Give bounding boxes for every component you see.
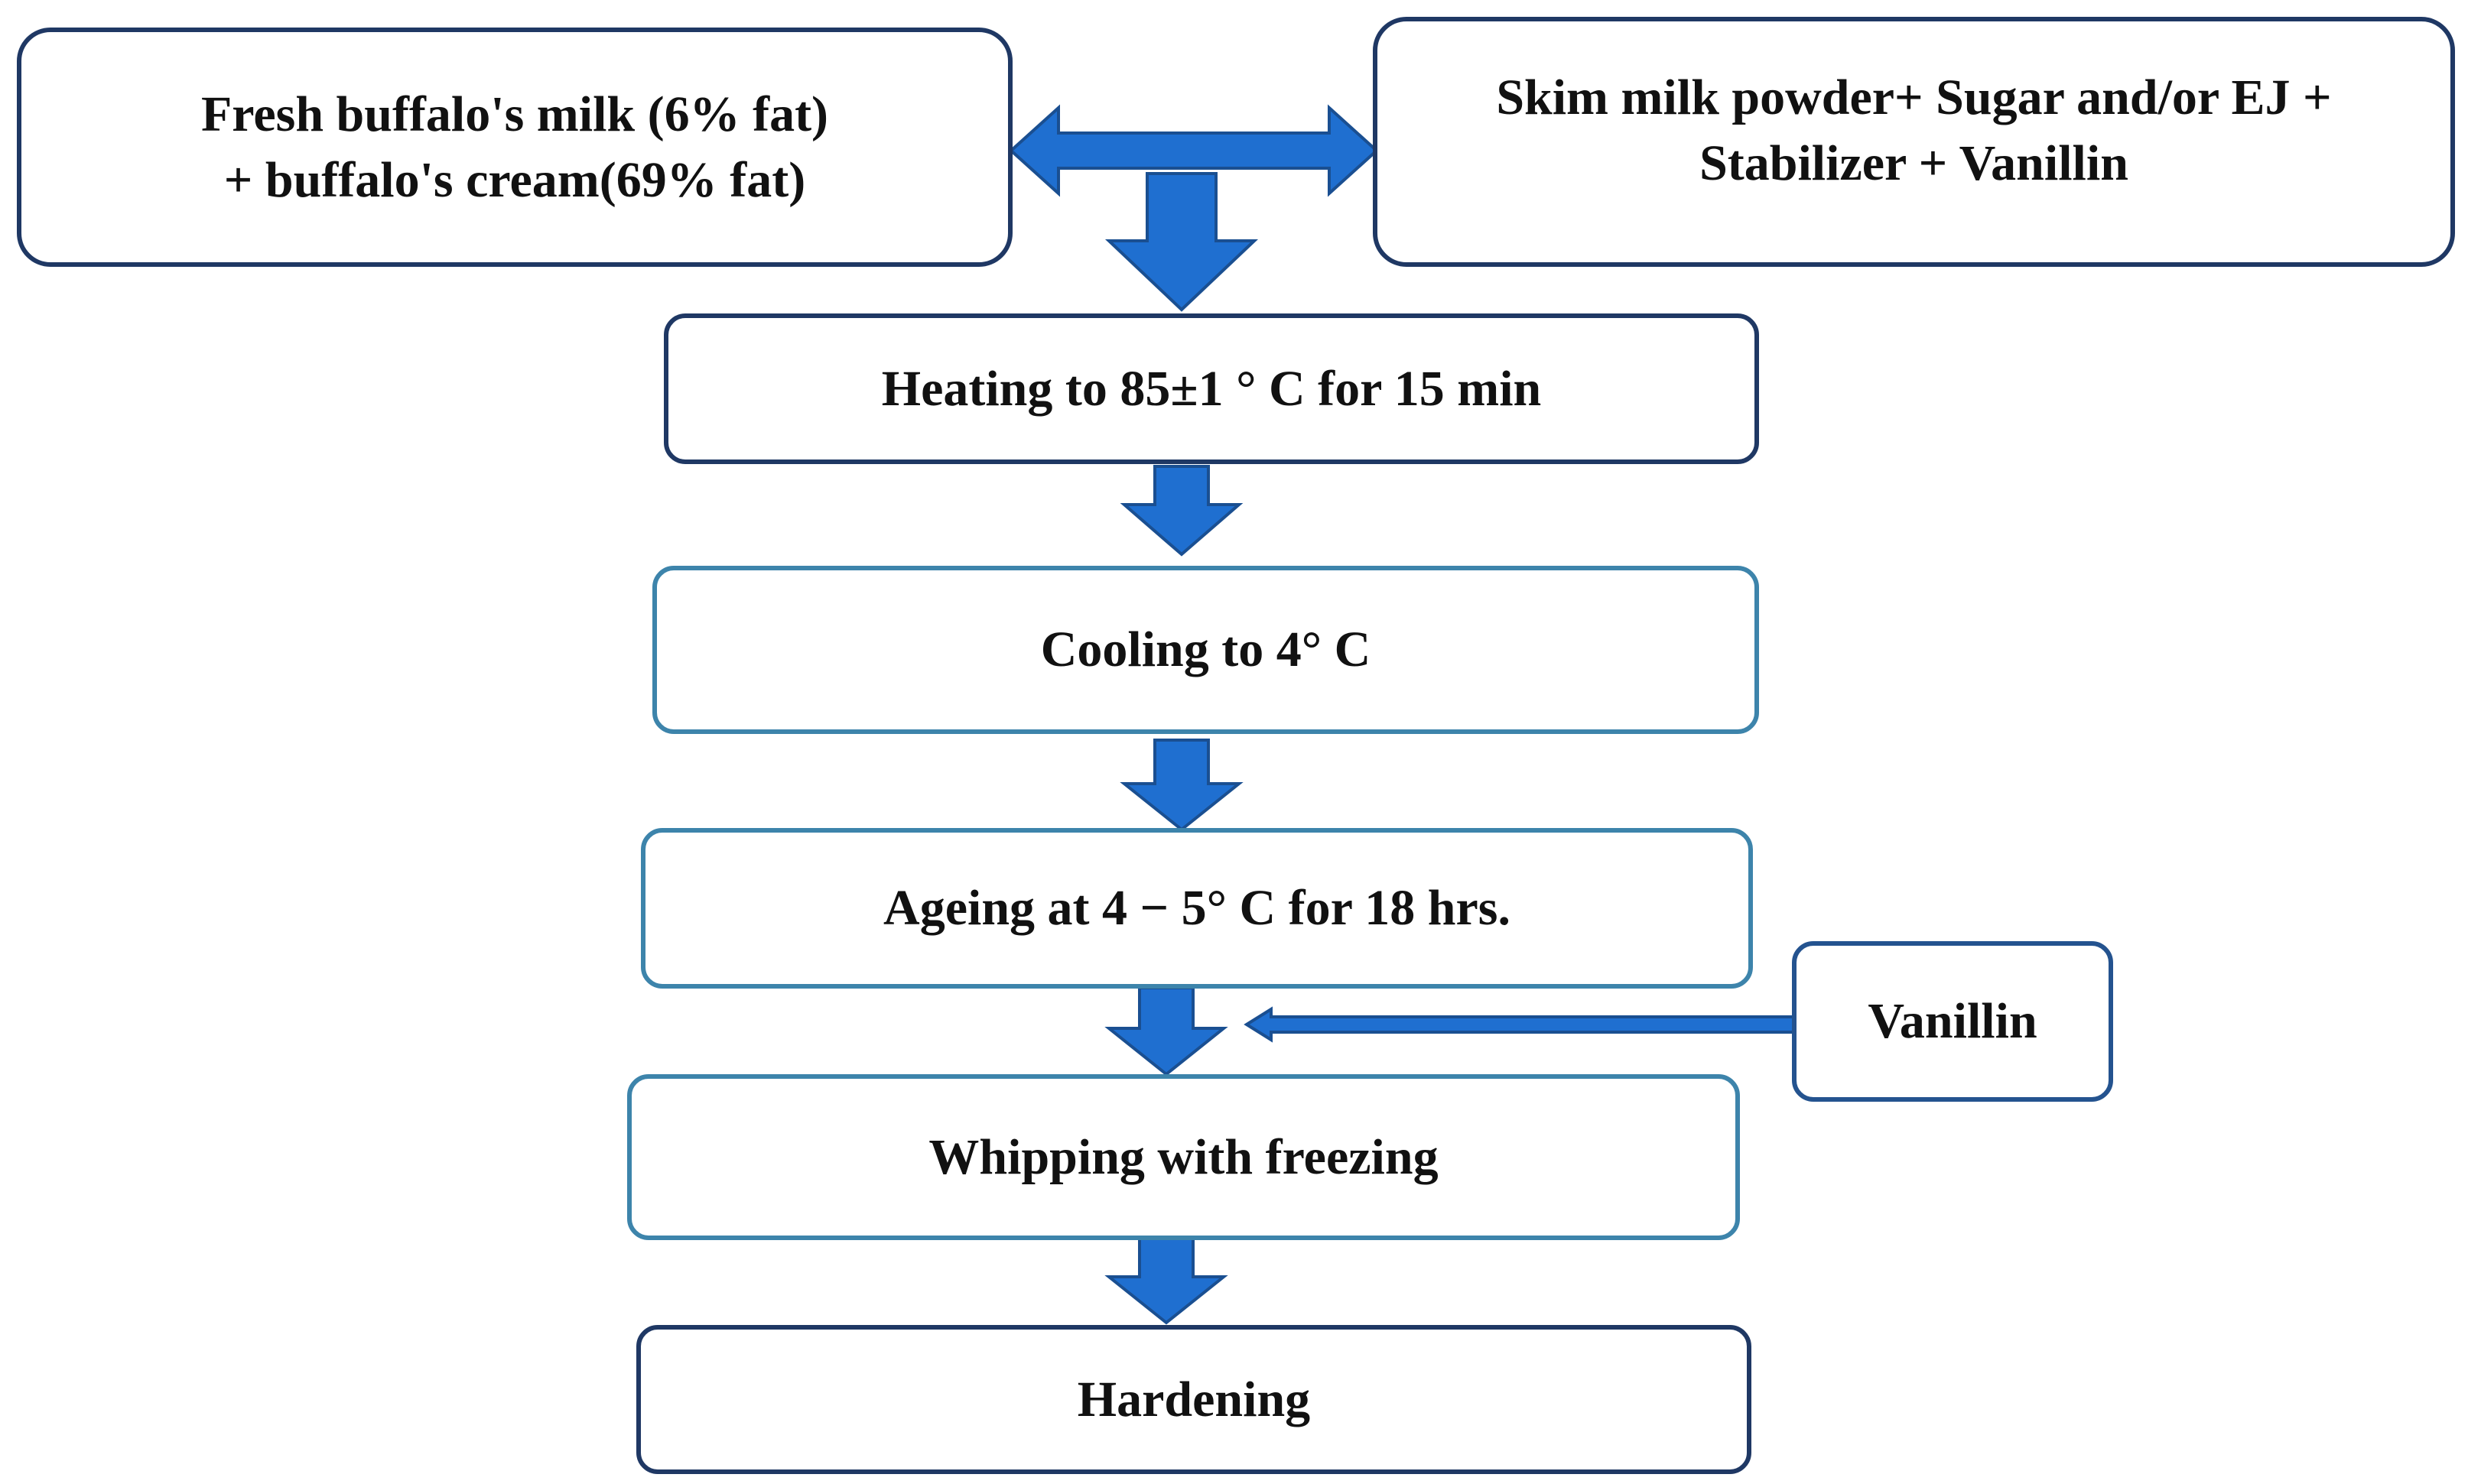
additives-input-box: Skim milk powder+ Sugar and/or EJ + Stab…	[1373, 17, 2455, 267]
down-arrow-to-ageing	[1120, 739, 1244, 832]
down-arrow-to-whipping	[1104, 986, 1228, 1076]
down-arrow-to-heating	[1104, 172, 1259, 312]
milk-input-line2: + buffalo's cream(69% fat)	[223, 151, 806, 208]
vanillin-input-label: Vanillin	[1868, 993, 2037, 1050]
vanillin-input-box: Vanillin	[1792, 941, 2113, 1102]
milk-input-line1: Fresh buffalo's milk (6% fat)	[200, 86, 829, 142]
ageing-step-label: Ageing at 4 − 5° C for 18 hrs.	[883, 880, 1510, 937]
down-arrow-to-cooling	[1120, 465, 1244, 557]
heating-step-box: Heating to 85±1 ° C for 15 min	[664, 313, 1759, 464]
additives-input-line2: Stabilizer + Vanillin	[1699, 135, 2128, 191]
whipping-step-label: Whipping with freezing	[928, 1128, 1439, 1185]
cooling-step-box: Cooling to 4° C	[652, 566, 1759, 734]
hardening-step-box: Hardening	[636, 1325, 1751, 1474]
hardening-step-label: Hardening	[1077, 1371, 1311, 1427]
ageing-step-box: Ageing at 4 − 5° C for 18 hrs.	[641, 828, 1753, 989]
cooling-step-label: Cooling to 4° C	[1040, 622, 1371, 678]
additives-input-line1: Skim milk powder+ Sugar and/or EJ +	[1496, 69, 2332, 125]
heating-step-label: Heating to 85±1 ° C for 15 min	[881, 360, 1542, 417]
milk-input-box: Fresh buffalo's milk (6% fat) + buffalo'…	[17, 28, 1013, 267]
left-arrow-from-vanillin	[1244, 1006, 1795, 1043]
whipping-step-box: Whipping with freezing	[627, 1074, 1740, 1240]
down-arrow-to-hardening	[1104, 1236, 1228, 1325]
